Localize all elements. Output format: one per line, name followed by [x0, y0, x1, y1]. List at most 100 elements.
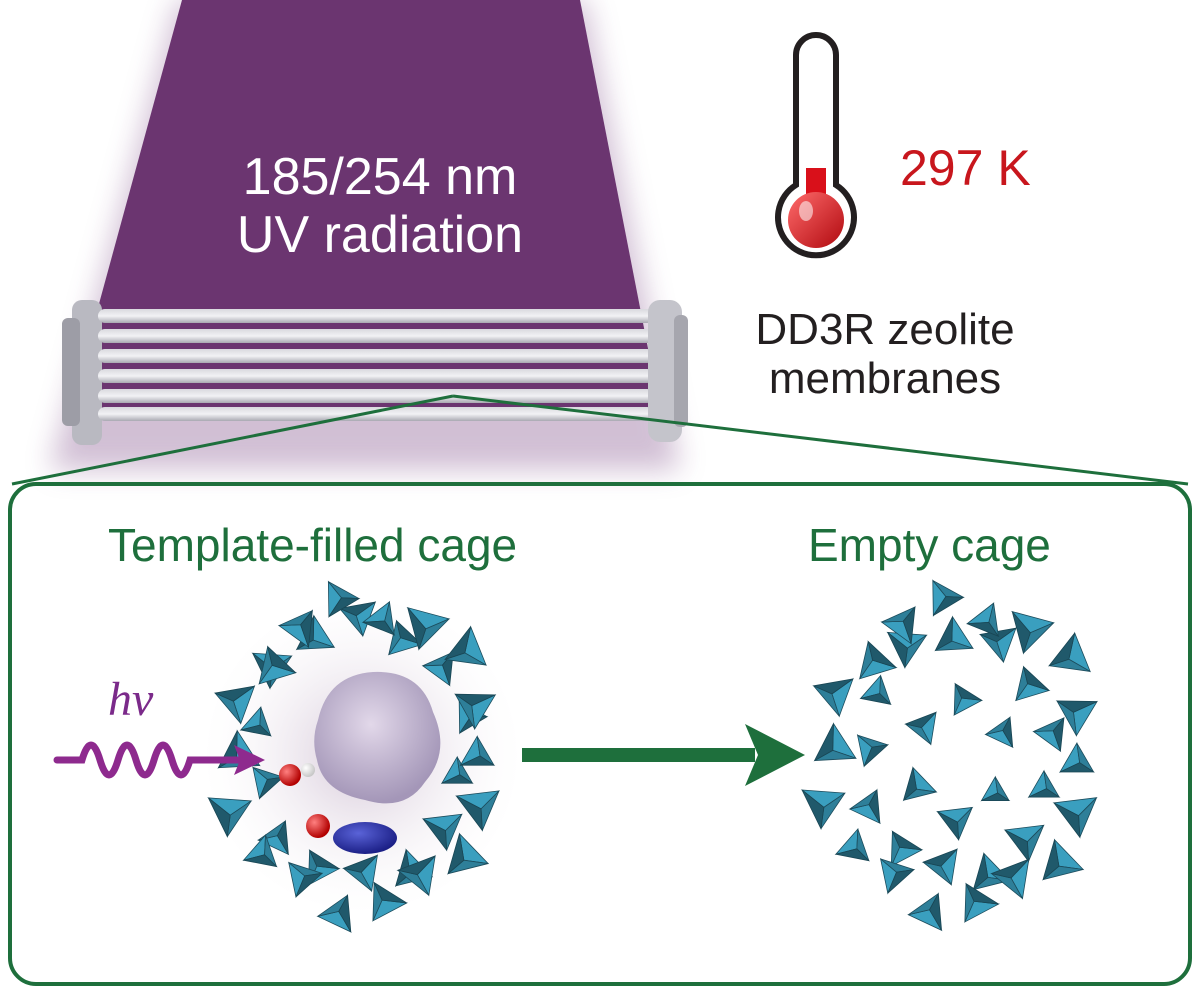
temperature-label: 297 K [900, 140, 1031, 196]
silica-tetrahedron [890, 830, 924, 867]
silica-tetrahedron [907, 892, 943, 932]
template-molecule [314, 671, 441, 804]
silica-tetrahedron [1059, 741, 1096, 773]
reaction-arrowhead [745, 724, 805, 786]
membrane-module [62, 300, 688, 445]
silica-tetrahedron [859, 674, 892, 705]
thermometer-highlight [799, 201, 813, 221]
silica-tetrahedron [800, 789, 847, 831]
zoom-line-right [452, 394, 1189, 486]
photon-wave [53, 741, 265, 779]
hydroxyl-hydrogen-atom [301, 763, 315, 777]
silica-tetrahedron [932, 579, 965, 617]
thermometer-icon [775, 32, 857, 259]
silica-tetrahedron [921, 847, 958, 887]
silica-tetrahedron [455, 790, 501, 832]
silica-tetrahedron [242, 833, 278, 868]
silica-tetrahedron [1032, 716, 1065, 753]
template-filled-cage [207, 580, 517, 933]
silica-tetrahedron [858, 640, 898, 680]
silica-tetrahedron [856, 734, 890, 768]
silica-tetrahedron [964, 882, 1000, 923]
silica-tetrahedron [902, 766, 938, 802]
membrane-label: DD3R zeolite membranes [700, 305, 1070, 404]
zoom-lines [11, 394, 1189, 486]
uv-wavelength-text: 185/254 nm [242, 148, 518, 206]
silica-tetrahedron [813, 722, 857, 762]
silica-tetrahedron [277, 609, 313, 649]
silica-tetrahedron [327, 580, 361, 619]
silica-tetrahedron [936, 806, 974, 842]
uv-radiation-label: 185/254 nm UV radiation [180, 148, 580, 264]
silica-tetrahedron [934, 615, 974, 652]
silica-tetrahedron [886, 631, 928, 669]
silica-tetrahedron [447, 832, 490, 875]
membrane-tubes [98, 309, 654, 421]
membrane-tube [98, 407, 654, 421]
reaction-arrow [522, 724, 805, 786]
silica-tetrahedron [1052, 797, 1098, 839]
silica-tetrahedron [459, 735, 496, 767]
uv-radiation-text: UV radiation [236, 206, 524, 265]
silica-tetrahedron [812, 677, 854, 718]
membrane-tube [98, 349, 654, 363]
silica-tetrahedron [978, 627, 1017, 664]
silica-tetrahedron [406, 606, 451, 651]
silica-tetrahedron [1027, 769, 1061, 799]
silica-tetrahedron [258, 645, 298, 685]
silica-tetrahedron [213, 685, 256, 725]
module-endcap-right [648, 300, 682, 442]
membrane-line-1: DD3R zeolite [755, 305, 1015, 354]
silica-tetrahedron [316, 893, 352, 933]
membrane-tube [98, 369, 654, 383]
silica-tetrahedron [980, 775, 1011, 802]
membrane-tube [98, 329, 654, 343]
silica-tetrahedron [372, 881, 409, 922]
silica-tetrahedron [1047, 631, 1091, 673]
oxygen-atom [306, 814, 330, 838]
template-filled-cage-title: Template-filled cage [108, 519, 518, 571]
silica-tetrahedron [1055, 700, 1098, 737]
silica-tetrahedron [342, 854, 378, 893]
silica-tetrahedron [880, 605, 916, 645]
silica-tetrahedron [421, 813, 463, 852]
module-endcap-right-rim [674, 315, 688, 427]
hydroxyl-oxygen-atom [279, 764, 301, 786]
membrane-tube [98, 389, 654, 403]
silica-tetrahedron [848, 788, 881, 825]
silica-tetrahedron [984, 715, 1014, 749]
silica-tetrahedron [453, 693, 497, 731]
silica-tetrahedron [338, 600, 377, 638]
silica-tetrahedron [1003, 824, 1045, 863]
zoom-box-frame [8, 482, 1192, 986]
silica-tetrahedron [1042, 838, 1085, 881]
module-endcap-left-rim [62, 318, 80, 426]
silica-tetrahedron [207, 797, 253, 838]
empty-cage-title: Empty cage [808, 519, 1051, 571]
silica-tetrahedron [252, 766, 285, 800]
silica-tetrahedron [396, 854, 436, 897]
silica-tetrahedron [288, 861, 324, 899]
silica-tetrahedron [361, 600, 396, 636]
empty-cage [800, 579, 1098, 932]
photon-squiggle [53, 741, 244, 779]
silica-tetrahedron [834, 827, 871, 862]
membrane-line-2: membranes [768, 354, 1002, 404]
thermometer-bulb [788, 192, 844, 248]
cage-left-tetrahedra-front [207, 580, 501, 933]
photon-energy-label: hv [108, 673, 154, 726]
silica-tetrahedron [1014, 665, 1051, 702]
template-nitrogen-atom [333, 822, 397, 854]
photon-arrowhead [234, 745, 265, 775]
silica-tetrahedron [239, 705, 273, 737]
silica-tetrahedron [953, 682, 984, 716]
silica-tetrahedron [879, 857, 916, 895]
silica-tetrahedron [1011, 610, 1055, 655]
silica-tetrahedron [443, 625, 487, 667]
uv-beam-body [70, 0, 660, 410]
silica-tetrahedron [990, 858, 1030, 900]
silica-tetrahedron [904, 711, 937, 746]
membrane-tube [98, 309, 654, 323]
